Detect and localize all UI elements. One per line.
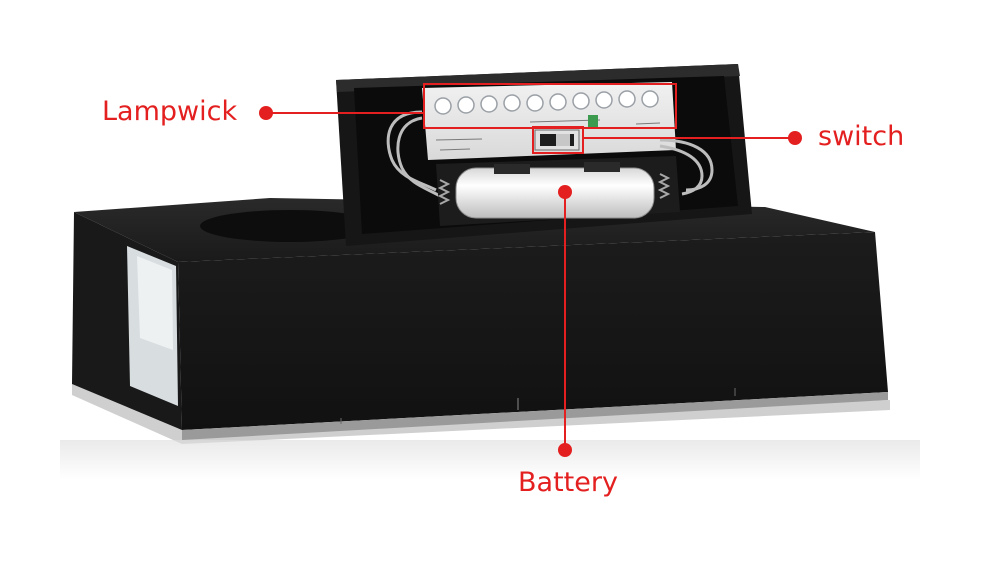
battery-marker-dot <box>558 443 572 457</box>
lamp-housing <box>72 198 888 440</box>
annotation-battery <box>558 185 572 457</box>
housing-top-recess <box>200 210 380 242</box>
battery-cell <box>455 162 655 219</box>
battery-start-dot <box>558 185 572 199</box>
annotation-lampwick <box>259 83 677 129</box>
switch-marker-dot <box>788 131 802 145</box>
lampwick-label: Lampwick <box>102 96 238 127</box>
annotation-switch <box>532 126 802 154</box>
lampwick-marker-dot <box>259 106 273 120</box>
slide-switch <box>534 129 580 151</box>
battery-compartment <box>336 64 752 246</box>
switch-label: switch <box>818 121 905 152</box>
battery-label: Battery <box>518 467 618 498</box>
led-row <box>434 90 659 115</box>
switch-highlight-box <box>532 126 584 154</box>
wires <box>386 110 714 198</box>
battery-springs <box>437 173 671 205</box>
housing-front-face <box>178 232 888 430</box>
